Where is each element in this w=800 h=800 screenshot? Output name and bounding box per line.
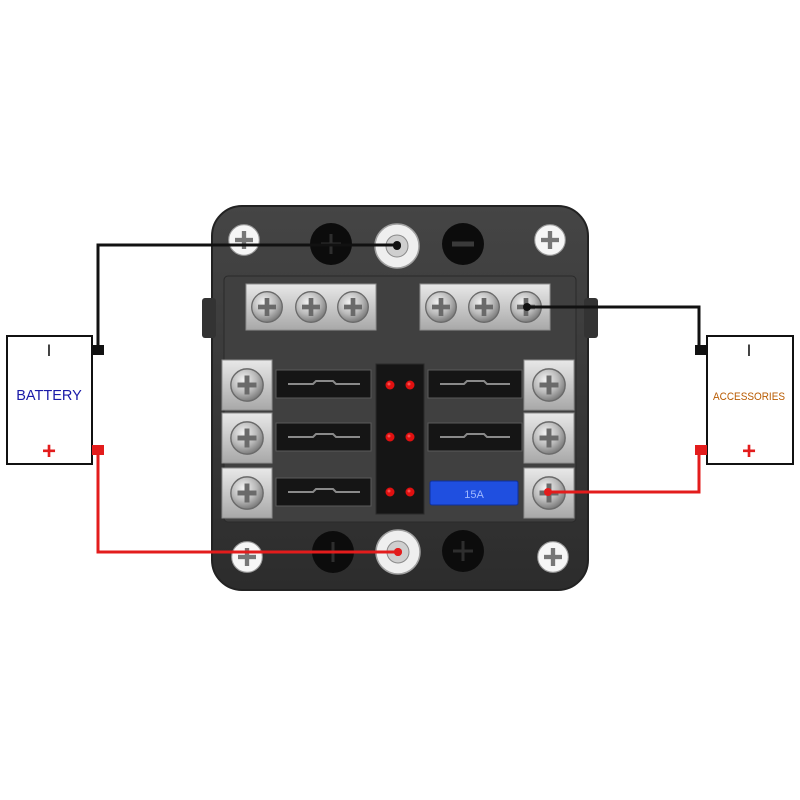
- battery-negative-terminal: [92, 345, 104, 355]
- mount-screw-top-left-icon: [228, 224, 260, 256]
- fuse-slot-right-2: [427, 422, 523, 452]
- accessories-box: [706, 335, 794, 465]
- right-terminal-screw-2-icon: [532, 421, 566, 455]
- battery-label: BATTERY: [16, 388, 82, 404]
- fuse-slot-left-2: [275, 422, 372, 452]
- fuse-slot-right-1: [427, 369, 523, 399]
- accessories-negative-wire: [527, 305, 701, 352]
- accessories-negative-symbol: I: [747, 341, 752, 360]
- battery-positive-wire: [96, 450, 398, 554]
- mount-screw-bottom-right-icon: [537, 541, 569, 573]
- installed-fuse: [429, 480, 519, 506]
- left-side-tab: [202, 298, 216, 338]
- left-terminal-screw-3-icon: [230, 476, 264, 510]
- battery: I BATTERY +: [6, 335, 104, 465]
- battery-negative-wire: [96, 243, 397, 348]
- battery-positive-symbol: +: [42, 438, 56, 465]
- battery-positive-terminal: [92, 445, 104, 455]
- ground-screw-l1-icon: [251, 291, 283, 323]
- battery-negative-symbol: I: [47, 341, 52, 360]
- wires: [96, 243, 701, 554]
- accessories-label: ACCESSORIES: [713, 391, 785, 403]
- accessories: I ACCESSORIES +: [695, 335, 794, 465]
- fuse-slot-right-3-installed: 15A: [429, 480, 519, 506]
- ground-screw-r1-icon: [425, 291, 457, 323]
- ground-screw-r2-icon: [468, 291, 500, 323]
- fuse-slot-left-1: [275, 369, 372, 399]
- battery-box: [6, 335, 93, 465]
- ground-screw-l2-icon: [295, 291, 327, 323]
- fuse-rows: 15A: [221, 359, 575, 519]
- fuse-rating-label: 15A: [464, 489, 484, 501]
- left-terminal-screw-1-icon: [230, 368, 264, 402]
- fuse-slot-left-3: [275, 477, 372, 507]
- right-terminal-screw-1-icon: [532, 368, 566, 402]
- right-side-tab: [584, 298, 598, 338]
- mount-screw-bottom-left-icon: [231, 541, 263, 573]
- left-terminal-screw-2-icon: [230, 421, 264, 455]
- led-indicator-panel: [375, 363, 425, 515]
- accessories-negative-terminal: [695, 345, 707, 355]
- accessories-positive-wire: [548, 450, 701, 494]
- ground-screw-l3-icon: [337, 291, 369, 323]
- accessories-positive-symbol: +: [742, 438, 756, 465]
- mount-screw-top-right-icon: [534, 224, 566, 256]
- accessories-positive-terminal: [695, 445, 707, 455]
